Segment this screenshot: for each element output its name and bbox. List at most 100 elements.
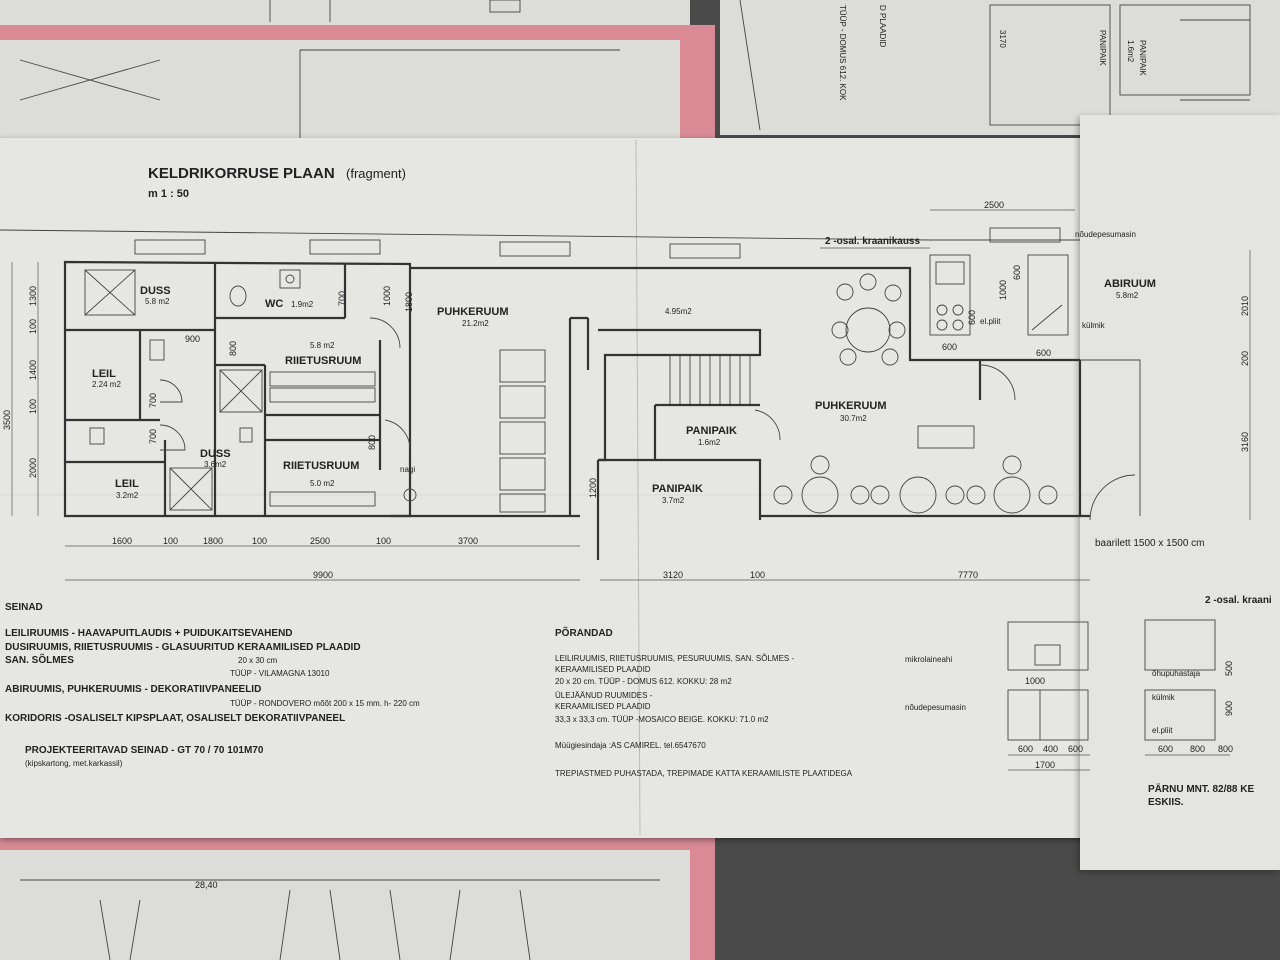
room-leil-2-name: LEIL [115, 478, 139, 490]
right-eskiis: ESKIIS. [1148, 797, 1184, 808]
room-riietusruum-1-area: 5.8 m2 [310, 341, 335, 350]
right-dim-800b: 800 [1218, 744, 1233, 754]
detail-dim-1000: 1000 [1025, 676, 1045, 686]
dim-inner-9: 1200 [588, 478, 598, 498]
right-kraanikauss: 2 -osal. kraani [1205, 595, 1272, 606]
dim-bottom-3: 1800 [203, 536, 223, 546]
stairs-note: TREPIASTMED PUHASTADA, TREPIMADE KATTA K… [555, 769, 853, 778]
projected-walls-sub: (kipskartong, met.karkassil) [25, 759, 123, 768]
floors-note-6: 33,3 x 33,3 cm. TÜÜP -MOSAICO BEIGE. KOK… [555, 715, 769, 724]
dim-inner-1: 900 [185, 334, 200, 344]
right-address: PÄRNU MNT. 82/88 KE [1148, 782, 1254, 795]
dim-inner-5: 800 [367, 435, 377, 450]
room-leil-1-name: LEIL [92, 368, 116, 380]
room-leil-2-area: 3.2m2 [116, 491, 139, 500]
room-puhkeruum-1-name: PUHKERUUM [437, 306, 509, 318]
projected-walls: PROJEKTEERITAVAD SEINAD - GT 70 / 70 101… [25, 745, 264, 756]
walls-note-2: DUSIRUUMIS, RIIETUSRUUMIS - GLASUURITUD … [5, 642, 361, 653]
walls-note-7: TÜÜP - RONDOVERO mõõt 200 x 15 mm. h- 22… [230, 699, 420, 708]
dim-bottom-6: 100 [376, 536, 391, 546]
dim-left-6: 100 [28, 319, 38, 334]
dim-bottom-7: 3700 [458, 536, 478, 546]
floors-note-2: KERAAMILISED PLAADID [555, 665, 651, 674]
room-duss-1-area: 5.8 m2 [145, 297, 170, 306]
dim-right-1: 2010 [1240, 296, 1250, 316]
plan-scale: m 1 : 50 [148, 188, 189, 200]
label-baarilett: baarilett 1500 x 1500 cm [1095, 538, 1205, 549]
room-wc-name: WC [265, 298, 283, 310]
detail-dim-600b: 600 [1068, 744, 1083, 754]
label-el-pliit: el.pliit [980, 317, 1001, 326]
plan-title-suffix: (fragment) [346, 166, 406, 181]
detail-mikrolaineahi: mikrolaineahi [905, 655, 952, 664]
walls-note-6: ABIRUUMIS, PUHKERUUMIS - DEKORATIIVPANEE… [5, 684, 261, 695]
dim-total-3: 100 [750, 570, 765, 580]
main-plan-sheet [0, 138, 1110, 838]
background-sheet-topleft [0, 40, 680, 150]
plan-title: KELDRIKORRUSE PLAAN [148, 165, 335, 182]
dim-inner-3: 700 [337, 291, 347, 306]
label-noudepesumasin: nõudepesumasin [1075, 230, 1136, 239]
dim-inner-12: 600 [1036, 348, 1051, 358]
walls-note-3: SAN. SÕLMES [5, 653, 74, 666]
dim-inner-2: 800 [228, 341, 238, 356]
room-duss-2-name: DUSS [200, 448, 231, 460]
room-panipaik-2-name: PANIPAIK [652, 483, 703, 495]
right-dim-600: 600 [1158, 744, 1173, 754]
background-sheet-bottom [0, 850, 690, 960]
right-el-pliit: el.pliit [1152, 726, 1173, 735]
room-abiruum-name: ABIRUUM [1104, 278, 1156, 290]
room-duss-2-area: 3.6m2 [204, 460, 227, 469]
room-panipaik-1-area: 1.6m2 [698, 438, 721, 447]
room-puhkeruum-2-area: 30.7m2 [840, 414, 867, 423]
detail-dim-400: 400 [1043, 744, 1058, 754]
dim-inner-7: 1000 [382, 286, 392, 306]
detail-dim-1700: 1700 [1035, 760, 1055, 770]
label-kraanikauss: 2 -osal. kraanikauss [825, 236, 920, 247]
dim-bottom-1: 1600 [112, 536, 132, 546]
dim-left-2: 1400 [28, 360, 38, 380]
dim-inner-8: 1800 [404, 292, 414, 312]
walls-note-8: KORIDORIS -OSALISELT KIPSPLAAT, OSALISEL… [5, 713, 345, 724]
dim-inner-6: 700 [148, 429, 158, 444]
room-panipaik-1-name: PANIPAIK [686, 425, 737, 437]
dim-bottom-2: 100 [163, 536, 178, 546]
room-puhkeruum-2-name: PUHKERUUM [815, 400, 887, 412]
room-leil-1-area: 2.24 m2 [92, 380, 121, 389]
dim-top: 2500 [984, 200, 1004, 210]
floors-note-3: 20 x 20 cm. TÜÜP - DOMUS 612. KOKKU: 28 … [555, 677, 732, 686]
corridor-area: 4.95m2 [665, 307, 692, 316]
room-wc-area: 1.9m2 [291, 300, 314, 309]
dim-left-1: 1300 [28, 286, 38, 306]
dim-inner-4: 700 [148, 393, 158, 408]
bottom-sheet-text: 28,40 [195, 880, 218, 890]
top-sheet-text-4: 3170 [998, 30, 1007, 48]
dim-total-2: 3120 [663, 570, 683, 580]
label-kulmik: külmik [1082, 321, 1106, 330]
dim-inner-10: 1000 [998, 280, 1008, 300]
right-dim-500: 500 [1224, 661, 1234, 676]
detail-dim-600a: 600 [1018, 744, 1033, 754]
floors-note-5: KERAAMILISED PLAADID [555, 702, 651, 711]
right-plan-sheet [1080, 115, 1280, 870]
room-puhkeruum-1-area: 21.2m2 [462, 319, 489, 328]
dim-right-2: 200 [1240, 351, 1250, 366]
room-riietusruum-2-area: 5.0 m2 [310, 479, 335, 488]
room-duss-1-name: DUSS [140, 285, 171, 297]
walls-note-1: LEILIRUUMIS - HAAVAPUITLAUDIS + PUIDUKAI… [5, 628, 293, 639]
right-dim-800a: 800 [1190, 744, 1205, 754]
right-kulmik: külmik [1152, 693, 1176, 702]
dim-inner-13: 600 [1012, 265, 1022, 280]
room-panipaik-2-area: 3.7m2 [662, 496, 685, 505]
walls-note-5: TÜÜP - VILAMAGNA 13010 [230, 669, 330, 678]
seller-info: Müügiesindaja :AS CAMIREL. tel.6547670 [555, 741, 706, 750]
dim-left-4: 2000 [28, 458, 38, 478]
dim-inner-11: 600 [942, 342, 957, 352]
floors-note-1: LEILIRUUMIS, RIIETUSRUUMIS, PESURUUMIS, … [555, 654, 794, 663]
dim-bottom-4: 100 [252, 536, 267, 546]
room-abiruum-area: 5.8m2 [1116, 291, 1139, 300]
walls-heading: SEINAD [5, 602, 43, 613]
top-sheet-text-5: D PLAADID [878, 5, 887, 47]
